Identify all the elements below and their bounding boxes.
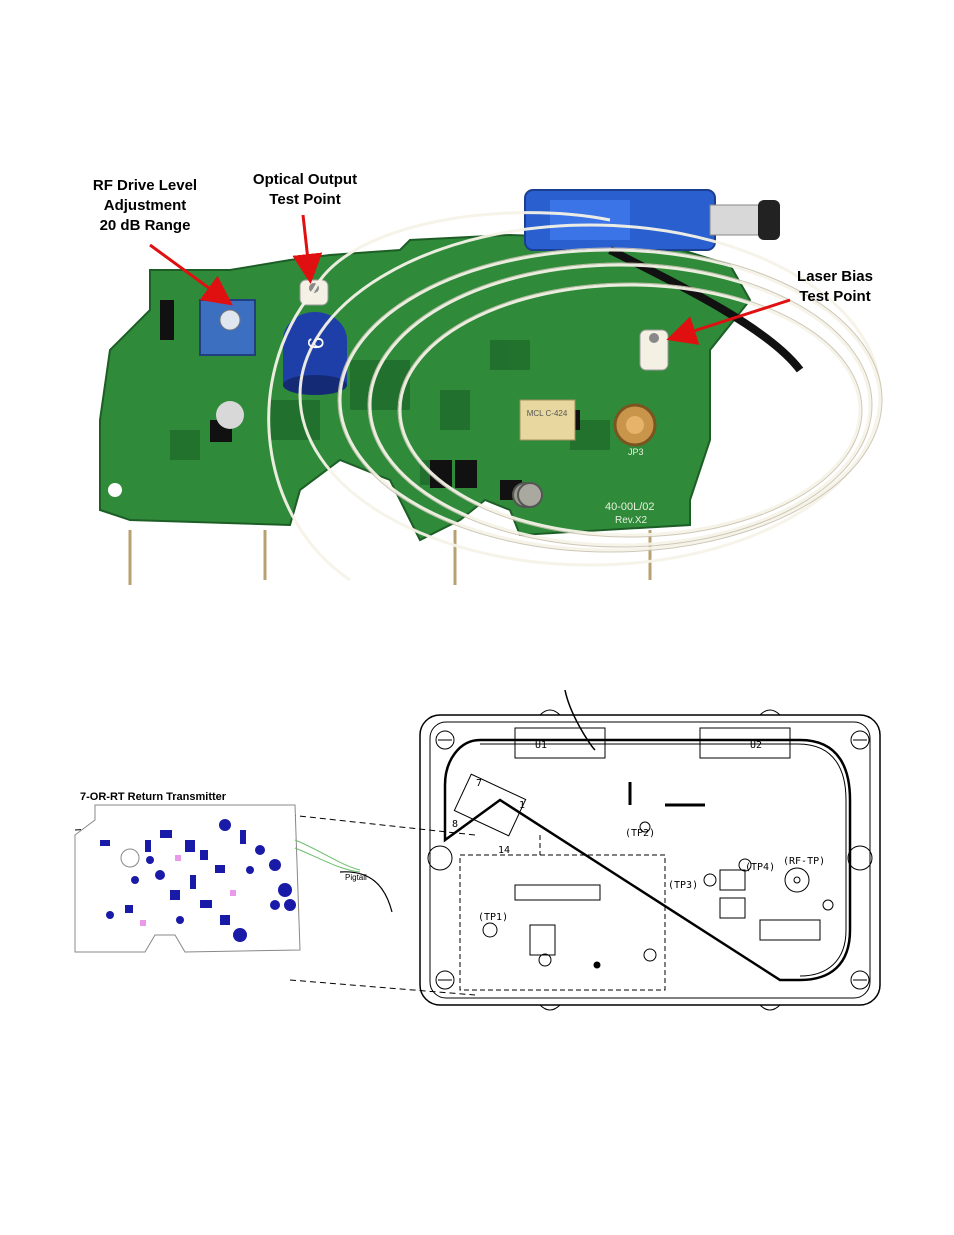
optical-output-line-1: Optical Output [252, 171, 358, 188]
housing-diagram: 7-OR-RT Return Transmitter Pigtail [74, 690, 881, 1011]
housing-outline [419, 690, 881, 1011]
tp1-label: (TP1) [478, 912, 508, 923]
rf-drive-callout: RF Drive Level Adjustment 20 dB Range [75, 176, 215, 236]
rf-drive-line-2: Adjustment [103, 197, 187, 214]
mcl-component [519, 399, 576, 441]
pin-1-label: 1 [519, 800, 525, 811]
pcb-board [99, 233, 752, 542]
u2-label: U2 [750, 740, 762, 751]
sc-connector [524, 189, 780, 251]
svg-text:Rev.X2: Rev.X2 [615, 515, 647, 526]
housing-labels: U1 U2 (TP1) (TP2) (TP3) (TP4) (RF-TP) 7 … [452, 740, 825, 923]
laser-bias-line-1: Laser Bias [797, 268, 873, 285]
pigtail-fiber [339, 871, 393, 913]
svg-text:JP3: JP3 [628, 447, 644, 457]
laser-bias-post [639, 329, 669, 371]
svg-text:MCL C-424: MCL C-424 [527, 409, 568, 418]
board-photo-drawing: 9 MCL C-424 [90, 160, 890, 600]
pin-8-label: 8 [452, 819, 458, 830]
pigtail-label: Pigtail [345, 873, 367, 882]
svg-text:40-00L/02: 40-00L/02 [605, 501, 655, 513]
laser-bias-line-2: Test Point [799, 288, 871, 305]
callout-arrows [149, 214, 791, 345]
pin-14-label: 14 [498, 845, 510, 856]
board-pins [128, 530, 652, 585]
tp4-label: (TP4) [745, 862, 775, 873]
rf-drive-line-1: RF Drive Level [92, 177, 198, 194]
optical-output-arrow [292, 214, 323, 284]
tp2-label: (TP2) [625, 828, 655, 839]
inset-board [74, 804, 393, 953]
board-photo: 9 MCL C-424 [90, 160, 890, 600]
optical-output-line-2: Test Point [269, 191, 341, 208]
optical-output-callout: Optical Output Test Point [240, 170, 370, 210]
laser-bias-arrow [666, 298, 791, 345]
u1-label: U1 [535, 740, 547, 751]
inset-title: 7-OR-RT Return Transmitter [80, 791, 227, 803]
laser-bias-callout: Laser Bias Test Point [780, 267, 890, 307]
rf-drive-arrow [149, 243, 233, 306]
pin-7-label: 7 [476, 778, 482, 789]
rf-tp-label: (RF-TP) [783, 856, 825, 867]
fiber-loop [443, 738, 852, 982]
tp3-label: (TP3) [668, 880, 698, 891]
rf-drive-line-3: 20 dB Range [99, 217, 191, 234]
